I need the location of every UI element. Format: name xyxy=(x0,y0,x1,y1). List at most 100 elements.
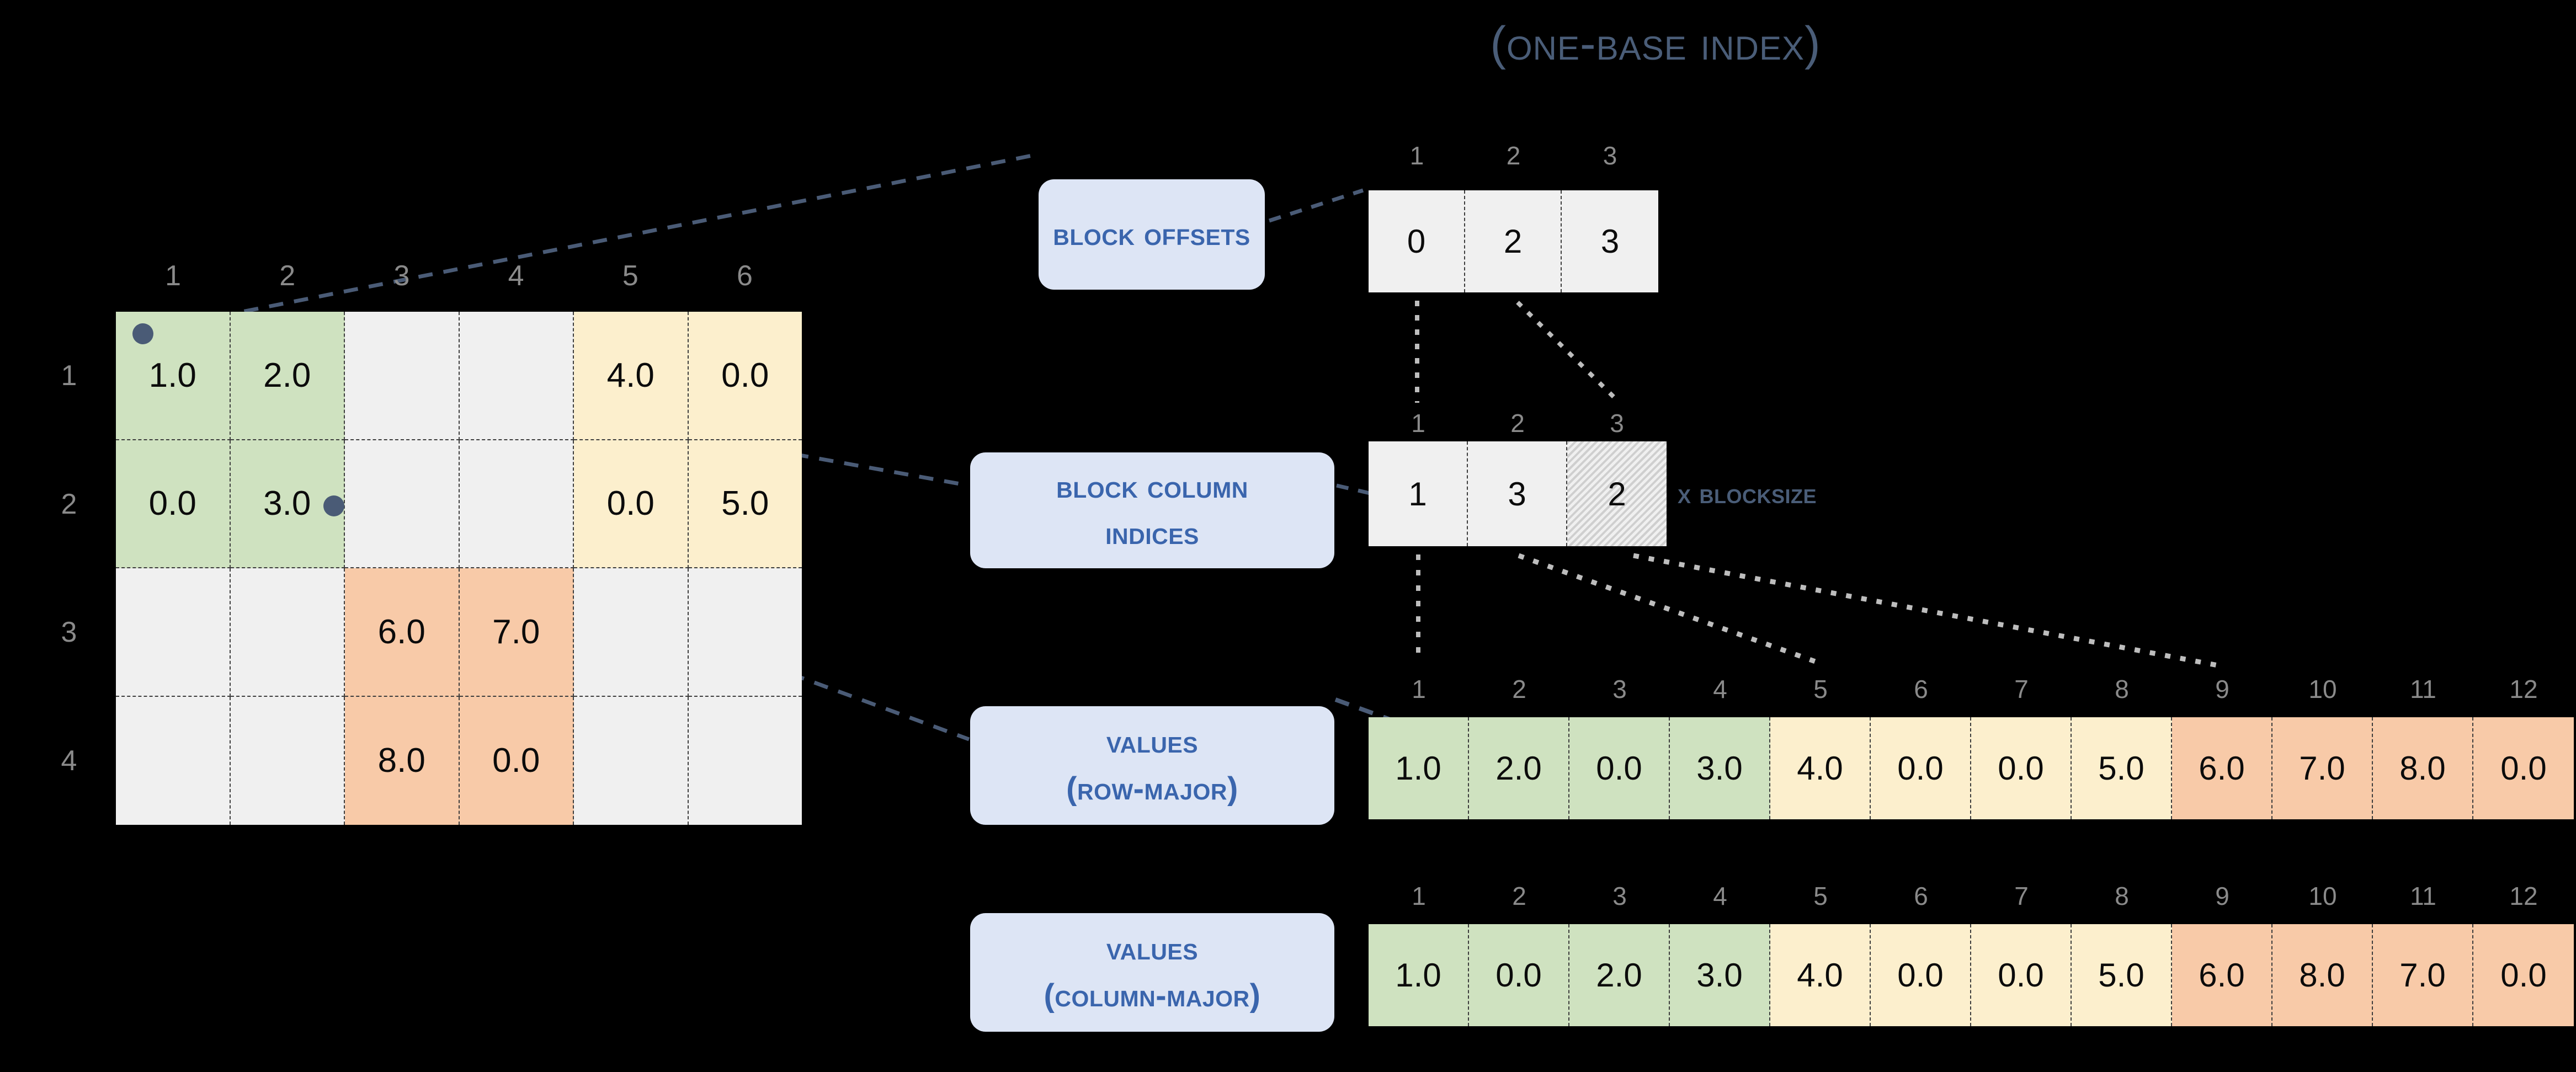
matrix-row-header: 1 xyxy=(61,360,77,392)
matrix-row: 6.0 7.0 xyxy=(116,568,802,697)
block-offsets-label: Block Offsets xyxy=(1039,179,1265,290)
index-label: 12 xyxy=(2509,675,2538,703)
matrix-col-header: 6 xyxy=(736,260,753,292)
values-row-major-cell: 0.0 xyxy=(2473,717,2574,819)
values-row-major-cell: 5.0 xyxy=(2072,717,2172,819)
values-row-major-cell: 0.0 xyxy=(1871,717,1971,819)
matrix-cell xyxy=(230,696,345,825)
index-label: 4 xyxy=(1713,675,1727,703)
index-label: 6 xyxy=(1914,882,1928,910)
block-column-indices-cell-highlighted: 2 xyxy=(1567,441,1667,546)
matrix-cell xyxy=(688,568,802,697)
index-label: 2 xyxy=(1512,882,1526,910)
values-column-major-array: 1.0 0.0 2.0 3.0 4.0 0.0 0.0 5.0 6.0 8.0 … xyxy=(1369,924,2574,1026)
values-column-major-cell: 3.0 xyxy=(1670,924,1770,1026)
matrix-cell: 0.0 xyxy=(688,312,802,440)
matrix-column-headers: 1 2 3 4 5 6 xyxy=(116,259,802,292)
index-label: 11 xyxy=(2410,675,2436,703)
matrix-cell xyxy=(574,696,689,825)
values-row-major-cell: 4.0 xyxy=(1770,717,1871,819)
matrix-cell: 7.0 xyxy=(459,568,574,697)
matrix-cell xyxy=(345,440,460,568)
matrix-row-headers: 1 2 3 4 xyxy=(33,312,105,825)
index-label: 8 xyxy=(2115,882,2129,910)
values-column-major-label-line1: Values xyxy=(1106,931,1199,967)
block-column-indices-cell: 3 xyxy=(1468,441,1567,546)
matrix-row: 0.0 3.0 0.0 5.0 xyxy=(116,440,802,568)
matrix-cell xyxy=(116,568,231,697)
matrix-row: 1.0 2.0 4.0 0.0 xyxy=(116,312,802,440)
values-column-major-cell: 1.0 xyxy=(1369,924,1469,1026)
index-label: 3 xyxy=(1610,409,1624,438)
index-label: 9 xyxy=(2215,882,2229,910)
block-origin-marker-icon xyxy=(132,323,153,344)
values-row-major-cell: 6.0 xyxy=(2172,717,2272,819)
index-label: 2 xyxy=(1510,409,1525,438)
block-column-indices-cell: 1 xyxy=(1369,441,1468,546)
index-label: 2 xyxy=(1506,141,1521,170)
index-label: 9 xyxy=(2215,675,2229,703)
matrix-row-header: 3 xyxy=(61,616,77,649)
page-title: (One-Base Index) xyxy=(1490,17,1821,70)
matrix-cell: 0.0 xyxy=(116,440,231,568)
matrix-cell: 0.0 xyxy=(574,440,689,568)
values-column-major-cell: 0.0 xyxy=(1971,924,2072,1026)
values-row-major-index-headers: 1 2 3 4 5 6 7 8 9 10 11 12 xyxy=(1369,674,2574,704)
index-label: 7 xyxy=(2014,675,2029,703)
values-column-major-index-headers: 1 2 3 4 5 6 7 8 9 10 11 12 xyxy=(1369,881,2574,911)
block-offsets-cell: 0 xyxy=(1369,190,1465,292)
matrix-cell xyxy=(116,696,231,825)
index-label: 3 xyxy=(1603,141,1617,170)
values-row-major-cell: 1.0 xyxy=(1369,717,1469,819)
block-column-indices-index-headers: 1 2 3 xyxy=(1369,408,1667,438)
values-column-major-cell: 0.0 xyxy=(1469,924,1569,1026)
index-label: 10 xyxy=(2308,882,2337,910)
matrix-cell xyxy=(459,440,574,568)
sparse-matrix-grid: 1.0 2.0 4.0 0.0 0.0 3.0 0.0 5.0 6.0 7.0 xyxy=(116,312,802,825)
matrix-col-header: 4 xyxy=(508,260,524,292)
block-column-indices-label-line1: Block Column xyxy=(1056,468,1248,505)
block-offsets-cell: 2 xyxy=(1465,190,1562,292)
index-label: 2 xyxy=(1512,675,1526,703)
values-row-major-array: 1.0 2.0 0.0 3.0 4.0 0.0 0.0 5.0 6.0 7.0 … xyxy=(1369,717,2574,819)
values-column-major-cell: 8.0 xyxy=(2272,924,2373,1026)
matrix-row-header: 2 xyxy=(61,488,77,520)
matrix-cell xyxy=(688,696,802,825)
matrix-cell xyxy=(574,568,689,697)
index-label: 5 xyxy=(1813,675,1828,703)
values-column-major-label: Values (column-major) xyxy=(970,913,1334,1032)
values-row-major-label-line2: (row-major) xyxy=(1066,770,1238,807)
matrix-cell: 2.0 xyxy=(230,312,345,440)
matrix-cell: 8.0 xyxy=(345,696,460,825)
index-label: 1 xyxy=(1412,882,1426,910)
block-offsets-cell: 3 xyxy=(1562,190,1658,292)
index-label: 1 xyxy=(1409,141,1424,170)
block-column-indices-label: Block Column Indices xyxy=(970,452,1334,568)
values-column-major-label-line2: (column-major) xyxy=(1044,977,1261,1014)
values-row-major-cell: 0.0 xyxy=(1971,717,2072,819)
matrix-col-header: 1 xyxy=(165,260,182,292)
block-offsets-array: 0 2 3 xyxy=(1369,190,1658,292)
index-label: 1 xyxy=(1411,409,1425,438)
matrix-row: 8.0 0.0 xyxy=(116,696,802,825)
values-row-major-cell: 3.0 xyxy=(1670,717,1770,819)
matrix-col-header: 5 xyxy=(622,260,638,292)
matrix-cell: 0.0 xyxy=(459,696,574,825)
block-column-indices-label-line2: Indices xyxy=(1105,515,1199,551)
values-column-major-cell: 0.0 xyxy=(1871,924,1971,1026)
matrix-cell: 3.0 xyxy=(230,440,345,568)
block-offsets-index-headers: 1 2 3 xyxy=(1369,141,1658,170)
matrix-row-header: 4 xyxy=(61,744,77,777)
matrix-cell xyxy=(230,568,345,697)
values-row-major-label-line1: Values xyxy=(1106,724,1199,760)
matrix-cell: 4.0 xyxy=(574,312,689,440)
index-label: 10 xyxy=(2308,675,2337,703)
values-row-major-cell: 8.0 xyxy=(2373,717,2473,819)
matrix-cell xyxy=(459,312,574,440)
index-label: 1 xyxy=(1412,675,1426,703)
matrix-cell xyxy=(345,312,460,440)
values-row-major-label: Values (row-major) xyxy=(970,706,1334,825)
index-label: 12 xyxy=(2509,882,2538,910)
index-label: 3 xyxy=(1612,675,1627,703)
